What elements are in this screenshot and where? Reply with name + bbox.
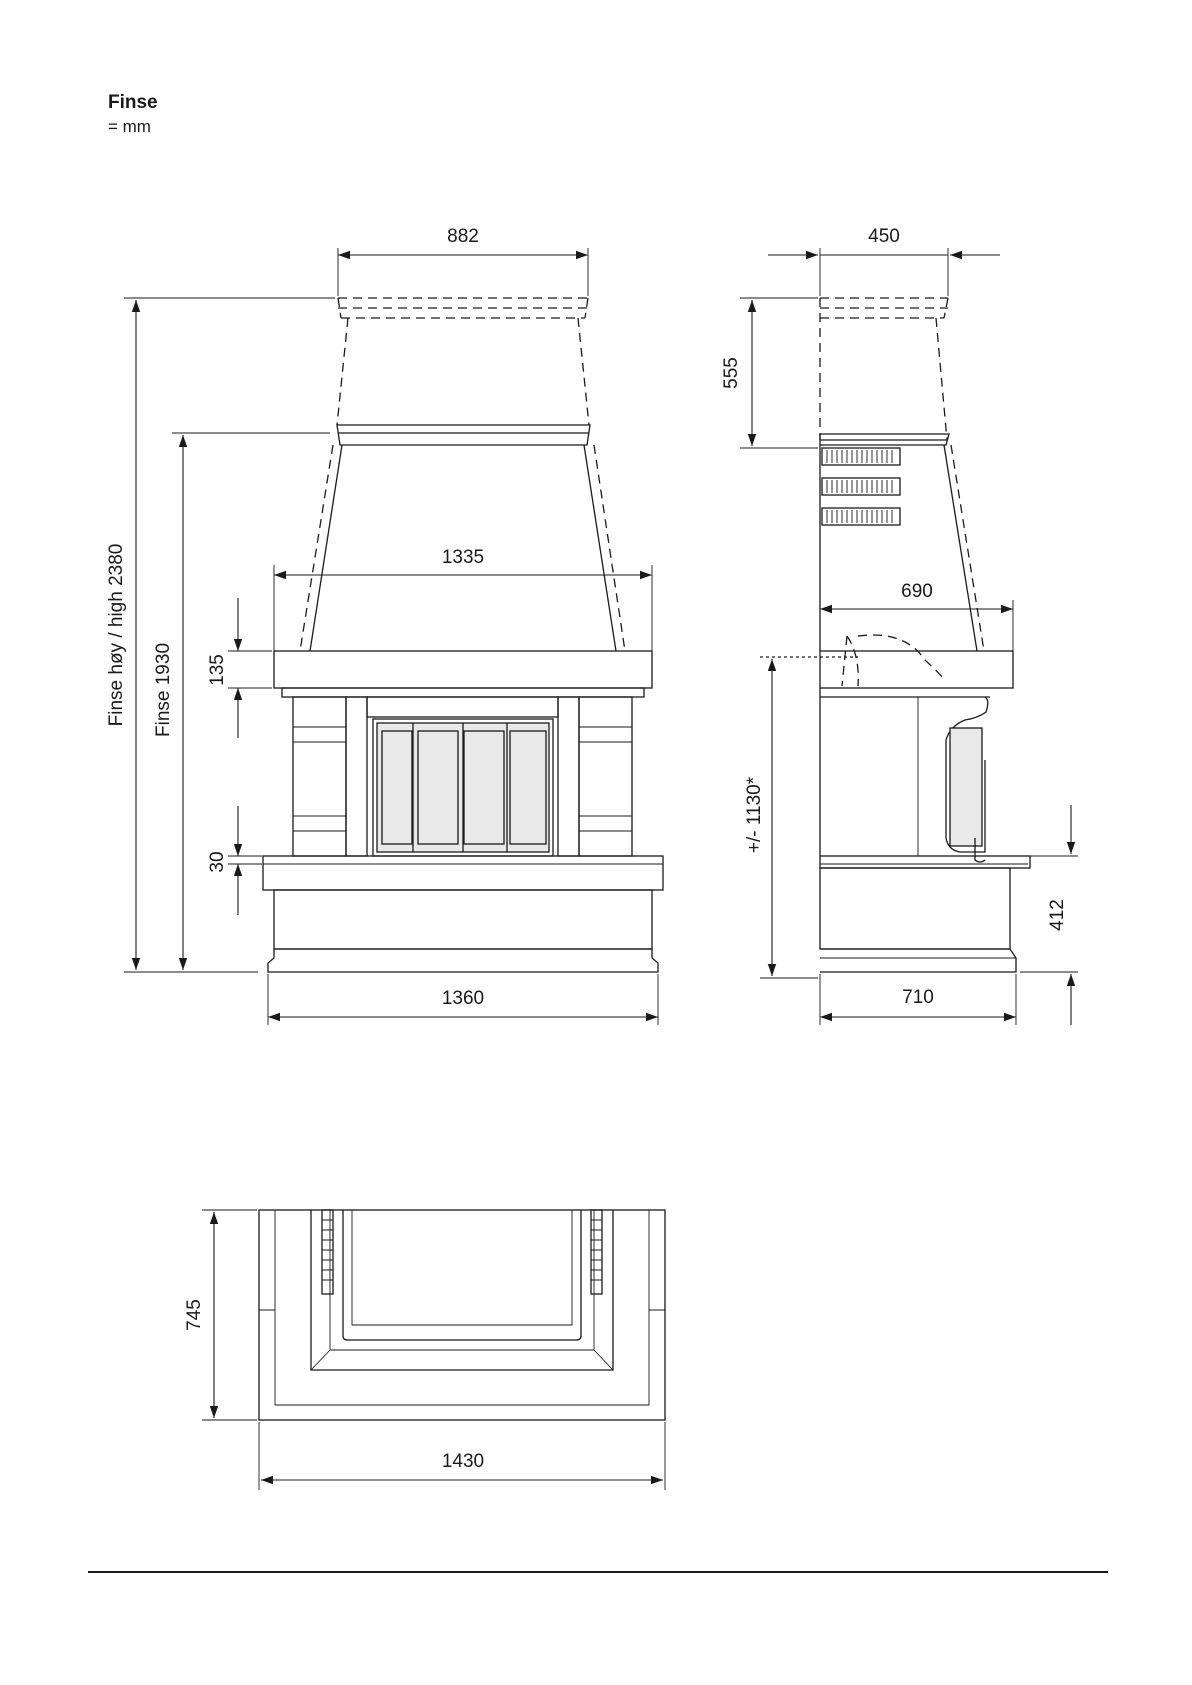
side-view: 450 555 690 +/- 1130* 412 710 [721,226,1078,1025]
side-dim-412: 412 [1047,899,1068,931]
side-dim-555: 555 [721,357,742,389]
side-convection-grilles [822,448,900,525]
front-dim-882: 882 [447,226,479,247]
plan-dim-1430: 1430 [442,1451,484,1472]
side-dim-710: 710 [902,987,934,1008]
front-view: 882 1335 1360 Finse høy / high 2380 Fins… [106,226,663,1025]
front-dim-135: 135 [207,654,228,686]
plan-view: 745 1430 [184,1210,665,1490]
side-dim-1130: +/- 1130* [744,776,765,853]
front-dim-1360: 1360 [442,988,484,1009]
plan-dim-745: 745 [184,1299,205,1331]
side-dim-690: 690 [901,581,933,602]
front-dim-1335: 1335 [442,547,484,568]
side-dim-450: 450 [868,226,900,247]
front-dim-1930: Finse 1930 [153,643,174,737]
front-dim-30: 30 [207,851,228,872]
front-dim-total-high: Finse høy / high 2380 [106,544,127,727]
